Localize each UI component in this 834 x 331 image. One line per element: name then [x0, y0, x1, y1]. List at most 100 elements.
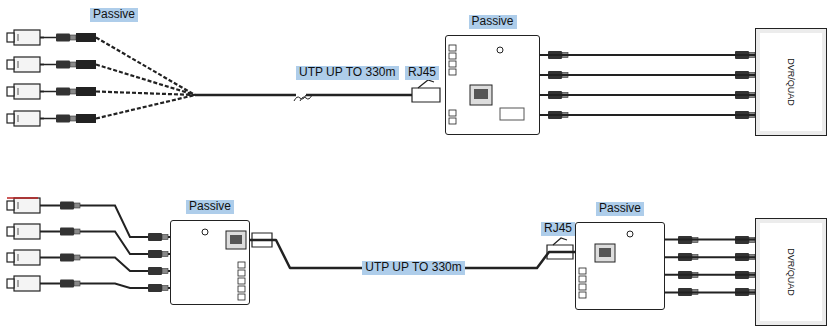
illustration-part: [579, 284, 586, 290]
cable-line: [540, 114, 755, 116]
node-heading: Passive: [468, 15, 516, 29]
illustration-part: [294, 95, 312, 101]
illustration-part: [56, 61, 76, 69]
device-name: DVR/QUAD: [786, 58, 796, 106]
callout-label: RJ45: [405, 66, 439, 80]
illustration-part: [44, 91, 56, 93]
illustration-part: [76, 87, 96, 96]
illustration-part: [148, 233, 168, 241]
illustration-part: [56, 115, 76, 123]
coax-cable: [540, 55, 755, 56]
illustration-part: [579, 292, 586, 298]
illustration-part: [238, 294, 245, 300]
recorder-box: DVR/QUAD: [755, 218, 827, 326]
illustration-part: [148, 284, 168, 292]
bnc-connector: [60, 202, 168, 293]
device-name: DVR/QUAD: [786, 248, 796, 296]
illustration-part: [7, 57, 44, 72]
illustration-part: [60, 202, 80, 210]
coax-cable: [665, 239, 755, 240]
hub-details: [547, 231, 633, 298]
illustration-part: [60, 254, 80, 262]
illustration-part: [56, 34, 76, 42]
camera-group: [7, 198, 44, 291]
illustration-part: [418, 80, 434, 88]
callout-label: Passive: [90, 8, 138, 22]
illustration-part: [7, 198, 44, 213]
illustration-part: [238, 278, 245, 284]
illustration-part: [238, 270, 245, 276]
utp-cable: [195, 80, 440, 102]
illustration-part: [449, 45, 456, 51]
coax-cable: [665, 257, 755, 258]
balun-hub-box: Passive: [575, 222, 665, 310]
illustration-part: [238, 286, 245, 292]
callout-label: UTP UP TO 330m: [296, 66, 399, 80]
illustration-part: [449, 118, 456, 124]
illustration-part: [599, 248, 611, 257]
hub-details: [449, 45, 524, 124]
illustration-part: [449, 69, 456, 75]
illustration-part: [7, 276, 44, 291]
illustration-part: [96, 38, 195, 119]
illustration-part: [44, 64, 56, 66]
cable-label: UTP UP TO 330m: [362, 261, 465, 275]
cable-line: [540, 74, 755, 76]
cable-line: [665, 291, 755, 293]
balun-wires: [44, 38, 195, 119]
balun-hub-box: Passive: [445, 35, 540, 135]
illustration-part: [76, 33, 96, 42]
illustration-part: [579, 276, 586, 282]
illustration-part: [449, 53, 456, 59]
callout-label: RJ45: [541, 222, 575, 236]
illustration-part: [474, 89, 488, 99]
illustration-part: [226, 231, 246, 249]
illustration-part: [148, 267, 168, 275]
cable-line: [540, 94, 755, 96]
illustration-part: [7, 84, 44, 99]
illustration-part: [60, 280, 80, 288]
illustration-part: [7, 250, 44, 265]
illustration-part: [500, 108, 524, 120]
illustration-part: [449, 110, 456, 116]
illustration-part: [7, 197, 38, 199]
bnc-connector: [548, 51, 755, 119]
balun: [56, 33, 96, 123]
coax-wires: [44, 206, 170, 289]
illustration-part: [238, 262, 245, 268]
illustration-part: [412, 88, 440, 102]
node-heading: Passive: [186, 200, 234, 214]
illustration-part: [7, 30, 44, 45]
coax-cable: [665, 274, 755, 275]
recorder-box: DVR/QUAD: [755, 28, 827, 136]
cable-line: [665, 239, 755, 241]
cable-line: [665, 256, 755, 258]
coax-cable: [665, 292, 755, 293]
node-heading: Passive: [596, 202, 644, 216]
illustration-part: [7, 224, 44, 239]
coax-cable: [540, 95, 755, 96]
illustration-part: [76, 114, 96, 123]
illustration-part: [553, 238, 567, 245]
illustration-part: [76, 60, 96, 69]
illustration-part: [7, 111, 44, 126]
illustration-part: [56, 88, 76, 96]
illustration-part: [449, 61, 456, 67]
illustration-part: [595, 244, 615, 262]
cable-line: [665, 274, 755, 276]
camera-group: [7, 30, 44, 126]
illustration-part: [230, 235, 242, 244]
illustration-part: [60, 228, 80, 236]
illustration-part: [579, 268, 586, 274]
illustration-part: [202, 229, 208, 235]
illustration-part: [627, 231, 633, 237]
bnc-connector: [678, 236, 755, 296]
illustration-part: [470, 85, 492, 105]
illustration-part: [148, 250, 168, 258]
illustration-part: [497, 47, 503, 53]
coax-cable: [540, 115, 755, 116]
illustration-part: [44, 37, 56, 39]
coax-cable: [540, 75, 755, 76]
